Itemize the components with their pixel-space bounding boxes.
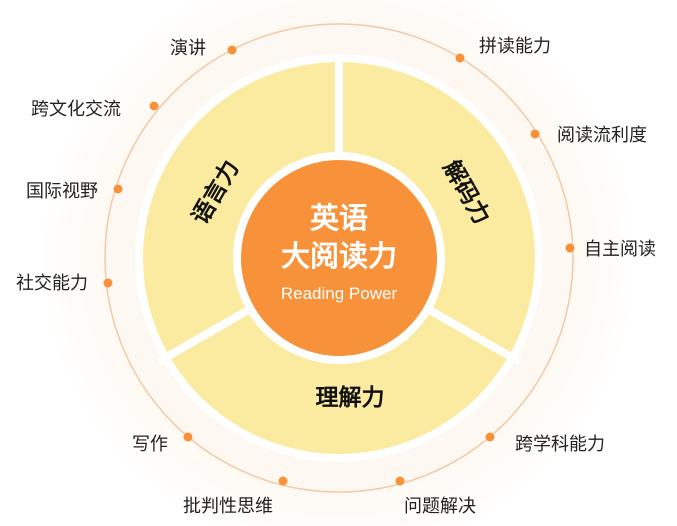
outer-label-global-view: 国际视野 — [26, 181, 98, 202]
center-subtitle: Reading Power — [281, 284, 398, 303]
dot-cross-culture — [149, 101, 159, 111]
outer-label-social: 社交能力 — [16, 273, 88, 294]
center-title-line2: 大阅读力 — [281, 239, 397, 273]
center-title-line1: 英语 — [310, 201, 368, 235]
outer-label-problem-solving: 问题解决 — [404, 496, 476, 517]
outer-label-fluency: 阅读流利度 — [557, 125, 647, 146]
outer-label-writing: 写作 — [132, 434, 168, 455]
dot-phonics — [455, 53, 465, 63]
dot-problem-solving — [395, 476, 405, 486]
outer-label-critical-thinking: 批判性思维 — [183, 496, 273, 517]
outer-label-speech: 演讲 — [170, 38, 206, 59]
outer-label-phonics: 拼读能力 — [479, 36, 551, 57]
outer-orbit — [104, 23, 574, 493]
dot-global-view — [113, 184, 123, 194]
outer-label-independent-reading: 自主阅读 — [584, 239, 656, 260]
outer-label-cross-culture: 跨文化交流 — [31, 99, 121, 120]
segment-label-comprehension: 理解力 — [316, 384, 385, 411]
orbit-dots — [103, 45, 575, 486]
dot-fluency — [530, 129, 540, 139]
dot-social — [103, 278, 113, 288]
center-circle — [241, 160, 437, 356]
dot-speech — [227, 45, 237, 55]
dot-critical-thinking — [278, 476, 288, 486]
dot-writing — [183, 432, 193, 442]
dot-interdisciplinary — [485, 432, 495, 442]
outer-label-interdisciplinary: 跨学科能力 — [515, 434, 605, 455]
dot-independent-reading — [565, 243, 575, 253]
